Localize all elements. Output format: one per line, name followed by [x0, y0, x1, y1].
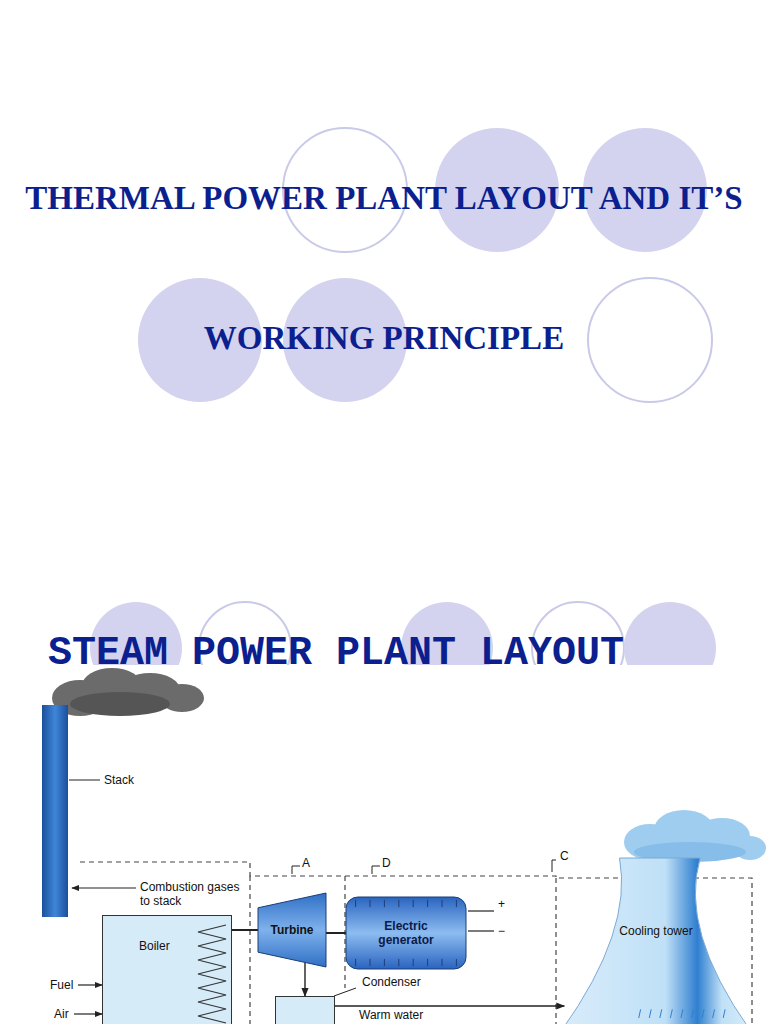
- boundary-letter: C: [560, 849, 569, 863]
- edge-label: Warm water: [357, 1008, 425, 1022]
- cooling-tower: Cooling tower: [560, 858, 752, 1024]
- terminal-sign: −: [498, 924, 505, 938]
- steam-cloud: [624, 810, 766, 862]
- gas-arrow: [72, 887, 136, 888]
- node-label: Turbine: [270, 923, 313, 937]
- input-label: Fuel: [50, 978, 73, 992]
- boundary-letter: D: [382, 856, 391, 870]
- tower-outline: [560, 858, 752, 1024]
- leader-line: [334, 988, 356, 996]
- leader-line: [69, 780, 100, 781]
- air-arrow: [74, 1013, 102, 1014]
- input-label: Air: [54, 1007, 69, 1021]
- boiler-coil: [198, 925, 226, 1023]
- node-label: Electric generator: [370, 919, 442, 947]
- stack-chimney: [42, 705, 68, 917]
- terminal-sign: +: [498, 897, 505, 911]
- coil-stroke: [198, 925, 226, 1023]
- node-label: Boiler: [139, 939, 170, 953]
- boiler-box: Boiler: [102, 915, 232, 1024]
- section-heading: STEAM POWER PLANT LAYOUT: [48, 632, 624, 676]
- slide-title: THERMAL POWER PLANT LAYOUT AND IT’S WORK…: [0, 128, 768, 408]
- node-label: Cooling tower: [619, 924, 692, 1024]
- flow-arrow: [335, 1005, 564, 1006]
- steam-pipe: [326, 932, 346, 934]
- steam-pipe: [232, 929, 258, 931]
- part-name: Stack: [104, 773, 134, 787]
- boundary-letter: A: [302, 856, 310, 870]
- boundary-brackets: [292, 860, 556, 874]
- condenser-box: Condenser: [275, 996, 335, 1024]
- boiler-fill: [102, 915, 232, 1024]
- flow-arrow: [304, 960, 305, 996]
- generator-box: Electric generator: [346, 897, 466, 969]
- node-label: Condenser: [362, 975, 421, 989]
- fuel-arrow: [78, 984, 102, 985]
- flow-note: Combustion gases to stack: [140, 880, 244, 908]
- turbine-shape: Turbine: [258, 893, 326, 967]
- generator-terminals: [468, 911, 494, 931]
